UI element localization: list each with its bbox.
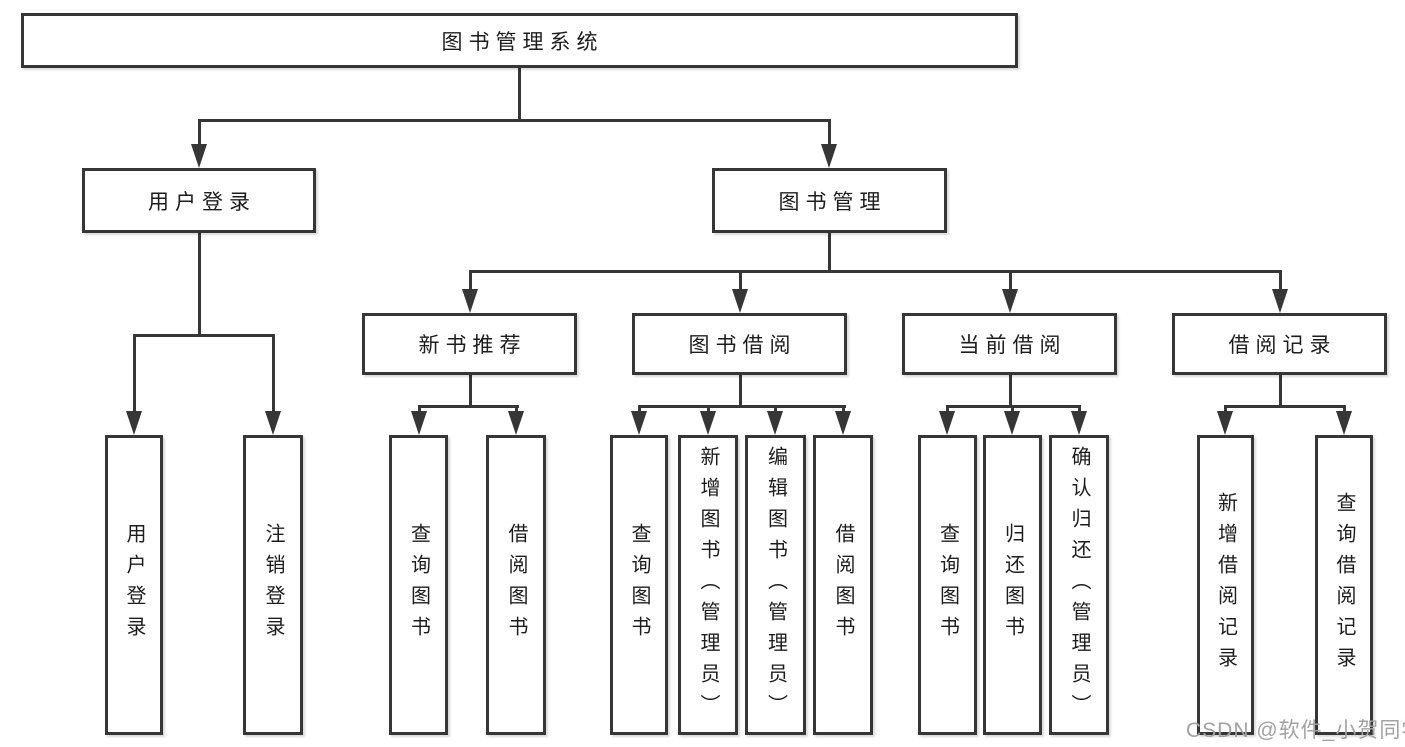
node-bb-query-books-label: 查询图书 xyxy=(628,523,650,647)
node-cb-confirm-return-admin: 确认归还（管理员） xyxy=(1049,435,1109,735)
connector-vline xyxy=(1009,375,1012,407)
node-cb-query-books: 查询图书 xyxy=(918,435,977,735)
connector-vline xyxy=(1343,405,1346,414)
arrowhead-down-icon xyxy=(1217,411,1233,435)
connector-vline xyxy=(518,66,521,121)
connector-vline xyxy=(1011,405,1014,414)
node-bb-query-books: 查询图书 xyxy=(610,435,668,735)
node-book-management-branch: 图书管理 xyxy=(712,168,947,233)
connector-hline xyxy=(1224,405,1346,408)
node-borrowing-records: 借阅记录 xyxy=(1172,313,1387,375)
node-user-login-leaf-label: 用户登录 xyxy=(123,523,145,647)
node-nbr-query-books: 查询图书 xyxy=(389,435,448,735)
node-bb-add-books-admin: 新增图书（管理员） xyxy=(678,435,738,735)
csdn-watermark: CSDN @软件_小贺同学 xyxy=(1186,719,1405,742)
arrowhead-down-icon xyxy=(700,411,716,435)
arrowhead-down-icon xyxy=(411,411,427,435)
node-bb-add-books-admin-label: 新增图书（管理员） xyxy=(697,445,719,725)
node-nbr-query-books-label: 查询图书 xyxy=(407,523,430,647)
connector-vline xyxy=(418,405,421,414)
connector-vline xyxy=(828,233,831,272)
node-new-book-recommend-label: 新书推荐 xyxy=(418,334,527,357)
arrowhead-down-icon xyxy=(1272,289,1288,313)
node-bb-borrow-books: 借阅图书 xyxy=(813,435,873,735)
node-cb-return-books: 归还图书 xyxy=(983,435,1042,735)
connector-vline xyxy=(1279,375,1282,407)
node-br-add-record: 新增借阅记录 xyxy=(1197,435,1254,735)
node-br-query-record-label: 查询借阅记录 xyxy=(1333,492,1355,678)
arrowhead-down-icon xyxy=(631,411,647,435)
connector-vline xyxy=(774,405,777,414)
arrowhead-down-icon xyxy=(732,289,748,313)
connector-hline xyxy=(469,270,1282,273)
connector-vline xyxy=(272,334,275,414)
connector-vline xyxy=(707,405,710,414)
connector-vline xyxy=(828,119,831,146)
arrowhead-down-icon xyxy=(1071,411,1087,435)
arrowhead-down-icon xyxy=(265,411,281,435)
node-book-borrowing-label: 图书借阅 xyxy=(688,334,797,357)
connector-vline xyxy=(198,119,201,146)
arrowhead-down-icon xyxy=(835,411,851,435)
connector-vline xyxy=(515,405,518,414)
connector-vline xyxy=(739,375,742,407)
arrowhead-down-icon xyxy=(1004,411,1020,435)
node-root: 图书管理系统 xyxy=(21,13,1018,68)
connector-vline xyxy=(946,405,949,414)
connector-vline xyxy=(1009,270,1012,291)
arrowhead-down-icon xyxy=(191,144,207,168)
node-user-login-leaf: 用户登录 xyxy=(105,435,163,735)
arrowhead-down-icon xyxy=(821,144,837,168)
node-bb-edit-books-admin: 编辑图书（管理员） xyxy=(745,435,806,735)
node-cb-query-books-label: 查询图书 xyxy=(936,523,959,647)
connector-vline xyxy=(638,405,641,414)
arrowhead-down-icon xyxy=(508,411,524,435)
node-logout-leaf: 注销登录 xyxy=(243,435,303,735)
node-bb-edit-books-admin-label: 编辑图书（管理员） xyxy=(764,445,787,725)
node-new-book-recommend: 新书推荐 xyxy=(362,313,577,375)
node-nbr-borrow-books-label: 借阅图书 xyxy=(505,523,527,647)
node-bb-borrow-books-label: 借阅图书 xyxy=(832,523,854,647)
arrowhead-down-icon xyxy=(1336,411,1352,435)
connector-vline xyxy=(739,270,742,291)
node-cb-return-books-label: 归还图书 xyxy=(1001,523,1024,647)
node-cb-confirm-return-admin-label: 确认归还（管理员） xyxy=(1068,445,1090,725)
arrowhead-down-icon xyxy=(126,411,142,435)
connector-hline xyxy=(133,334,275,337)
node-borrowing-records-label: 借阅记录 xyxy=(1228,334,1337,357)
node-root-label: 图书管理系统 xyxy=(441,30,604,54)
connector-hline xyxy=(198,119,831,122)
node-book-borrowing: 图书借阅 xyxy=(632,313,847,375)
connector-vline xyxy=(469,375,472,407)
node-current-borrowing-label: 当前借阅 xyxy=(958,334,1067,357)
connector-hline xyxy=(638,405,846,408)
connector-vline xyxy=(198,233,201,336)
arrowhead-down-icon xyxy=(1002,289,1018,313)
node-br-add-record-label: 新增借阅记录 xyxy=(1214,492,1237,678)
connector-vline xyxy=(842,405,845,414)
node-logout-leaf-label: 注销登录 xyxy=(262,523,284,647)
connector-hline xyxy=(418,405,519,408)
connector-vline xyxy=(1078,405,1081,414)
node-current-borrowing: 当前借阅 xyxy=(902,313,1117,375)
node-user-login-branch: 用户登录 xyxy=(82,168,316,233)
connector-vline xyxy=(1279,270,1282,291)
arrowhead-down-icon xyxy=(462,289,478,313)
node-user-login-branch-label: 用户登录 xyxy=(148,190,256,214)
node-book-management-branch-label: 图书管理 xyxy=(778,190,887,214)
node-nbr-borrow-books: 借阅图书 xyxy=(486,435,546,735)
connector-vline xyxy=(1224,405,1227,414)
node-br-query-record: 查询借阅记录 xyxy=(1315,435,1373,735)
connector-vline xyxy=(133,334,136,414)
arrowhead-down-icon xyxy=(939,411,955,435)
arrowhead-down-icon xyxy=(767,411,783,435)
connector-vline xyxy=(469,270,472,291)
